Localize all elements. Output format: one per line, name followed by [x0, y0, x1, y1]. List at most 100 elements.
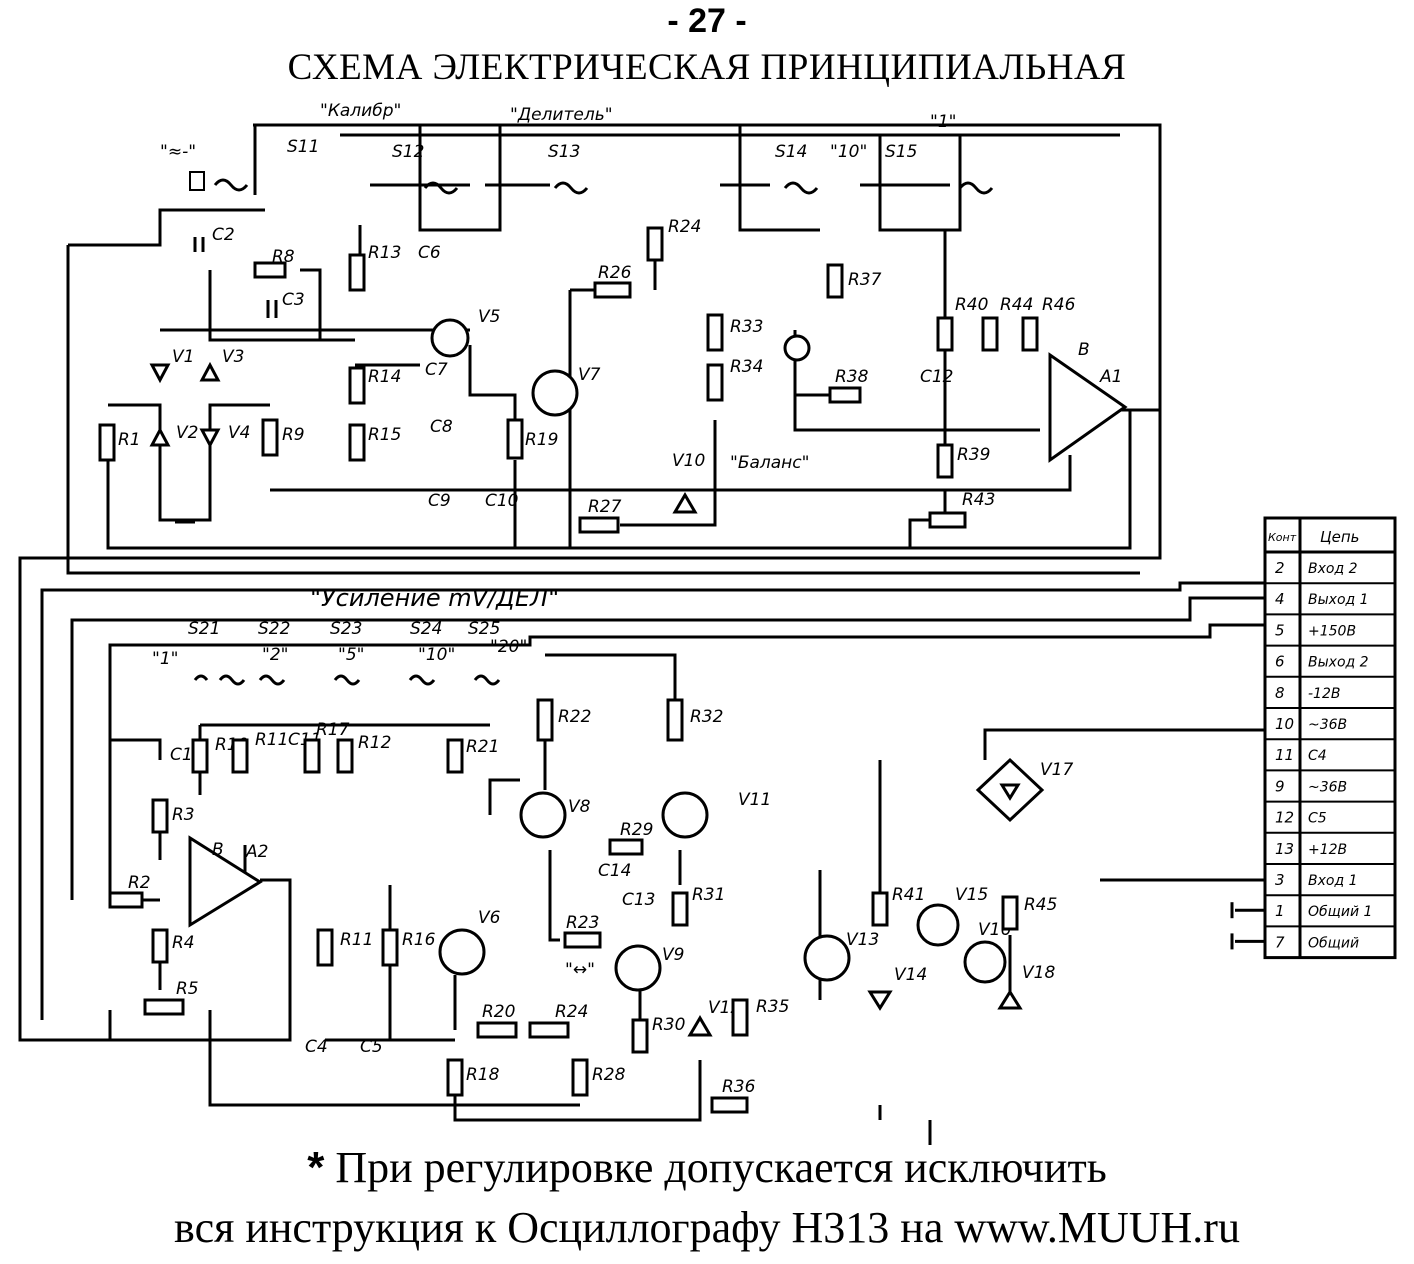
label-v14: V14 — [894, 965, 927, 985]
label-c14: C14 — [598, 861, 632, 881]
table-pin: 3 — [1275, 871, 1285, 889]
table-net: ~36В — [1308, 779, 1347, 795]
table-net: Общий — [1308, 935, 1359, 951]
label-r5: R5 — [176, 979, 199, 999]
top-passives: C2 R8 C3 R1 R9 V1 V3 V2 V4 R13 C6 R14 C7… — [98, 217, 1128, 534]
table-net: Общий 1 — [1308, 904, 1372, 920]
label-c10: C10 — [485, 491, 519, 511]
table-pin: 4 — [1275, 590, 1285, 608]
label-v8: V8 — [568, 797, 591, 817]
label-gain: "Усиление mV/ДЕЛ" — [310, 584, 559, 612]
label-v1: V1 — [172, 347, 194, 367]
label-v4: V4 — [228, 423, 250, 443]
label-s21: S21 — [188, 619, 220, 639]
table-net: C5 — [1308, 811, 1327, 827]
table-header-pin: Конт — [1268, 531, 1297, 544]
label-r11-top: R11 — [255, 730, 288, 750]
label-r44: R44 — [1000, 295, 1033, 315]
label-c5: C5 — [360, 1037, 383, 1057]
label-s25: S25 — [468, 619, 500, 639]
label-r38: R37 — [848, 270, 882, 290]
label-r37: R36 — [722, 1077, 756, 1097]
label-r4: R4 — [172, 933, 195, 953]
label-r30: R30 — [652, 1015, 685, 1035]
label-c1: C1 — [170, 745, 193, 765]
label-r14: R14 — [368, 367, 401, 387]
page-number: - 27 - — [667, 2, 747, 40]
top-wiring — [18, 123, 1162, 1042]
label-c8: C8 — [430, 417, 453, 437]
label-c2: C2 — [212, 225, 235, 245]
label-r17: R17 — [316, 720, 350, 740]
table-pin: 11 — [1275, 746, 1294, 764]
label-shift: "↔" — [565, 960, 595, 980]
label-r18: R18 — [466, 1065, 500, 1085]
label-r2: R2 — [128, 873, 151, 893]
label-calibr: "Калибр" — [320, 101, 401, 121]
table-net: +12В — [1308, 842, 1347, 858]
footer-note: * При регулировке допускается исключить — [0, 1142, 1414, 1193]
label-r3: R3 — [172, 805, 195, 825]
label-r34: R33 — [730, 317, 763, 337]
label-r42: R41 — [892, 885, 925, 905]
label-pos-5: "5" — [338, 645, 364, 665]
label-v6: V6 — [478, 908, 501, 928]
table-pin: 10 — [1275, 715, 1294, 733]
label-v18: V18 — [1022, 963, 1055, 983]
table-net: Выход 1 — [1308, 592, 1369, 608]
label-r23: R23 — [566, 913, 599, 933]
footer-note-text: При регулировке допускается исключить — [335, 1143, 1107, 1192]
label-r13: R13 — [368, 243, 401, 263]
footer-star: * — [307, 1143, 325, 1192]
label-v3: V3 — [222, 347, 244, 367]
label-v17: V17 — [1040, 760, 1073, 780]
label-a1: A1 — [1099, 367, 1122, 387]
bottom-passives: C1 R3 R2 R4 R5 B A2 R10 R11 C11 R17 R12 … — [108, 698, 1073, 1114]
label-v10: V10 — [672, 451, 705, 471]
label-c6: C6 — [418, 243, 441, 263]
label-r36: R35 — [756, 997, 789, 1017]
label-v2: V2 — [176, 423, 198, 443]
table-net: C4 — [1308, 748, 1327, 764]
label-r35: R34 — [730, 357, 763, 377]
label-v9: V9 — [662, 945, 684, 965]
label-r33: R31 — [692, 885, 725, 905]
label-r15: R15 — [368, 425, 401, 445]
label-mode: "≈-" — [160, 142, 196, 162]
label-r12: R12 — [358, 733, 391, 753]
label-s24: S24 — [410, 619, 442, 639]
label-x1: "1" — [930, 112, 956, 132]
label-c12: C12 — [920, 367, 954, 387]
switch-s13: S13 "Калибр" "Делитель" — [320, 101, 613, 195]
table-pin: 9 — [1275, 777, 1285, 795]
table-net: +150В — [1308, 623, 1356, 639]
label-c4: C4 — [305, 1037, 328, 1057]
label-s14: S14 — [775, 142, 807, 162]
label-v13: V13 — [846, 930, 879, 950]
label-pos-1: "1" — [152, 649, 178, 669]
label-c9: C9 — [428, 491, 451, 511]
label-r8: R8 — [272, 247, 295, 267]
table-pin: 5 — [1275, 621, 1285, 639]
label-s15: S15 — [885, 142, 917, 162]
label-r29: R29 — [620, 820, 653, 840]
label-r39: R38 — [835, 367, 869, 387]
label-divider: "Делитель" — [510, 105, 613, 125]
label-r20: R20 — [482, 1002, 515, 1022]
table-net: Выход 2 — [1308, 655, 1369, 671]
label-c7: C7 — [425, 360, 448, 380]
label-r45: R45 — [1024, 895, 1057, 915]
label-r40: R39 — [957, 445, 990, 465]
table-header-net: Цепь — [1320, 528, 1360, 546]
label-r16: R16 — [402, 930, 436, 950]
switch-s14: S14 "10" — [720, 142, 867, 195]
table-pin: 7 — [1275, 933, 1285, 951]
label-r9: R9 — [282, 425, 305, 445]
switch-s11: S11 "≈-" — [160, 137, 319, 192]
label-r28: R28 — [592, 1065, 626, 1085]
table-net: Вход 1 — [1308, 873, 1358, 889]
label-s22: S22 — [258, 619, 290, 639]
label-r1: R1 — [118, 430, 141, 450]
